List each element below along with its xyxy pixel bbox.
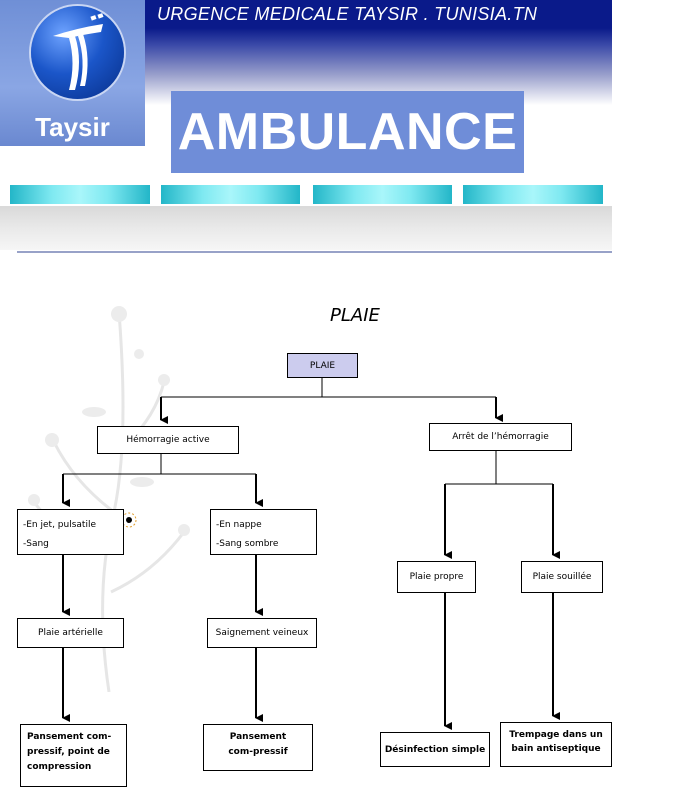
nav-tab-2[interactable] xyxy=(161,185,300,204)
sub-header-band xyxy=(0,206,612,250)
node-plaie-souillee: Plaie souillée xyxy=(521,561,603,593)
node-en-nappe-line1: -En nappe xyxy=(216,520,262,530)
nav-tab-3[interactable] xyxy=(313,185,452,204)
diagram-title: PLAIE xyxy=(330,305,380,326)
nav-tab-4[interactable] xyxy=(463,185,603,204)
node-plaie-arterielle-label: Plaie artérielle xyxy=(38,628,103,638)
node-pansement-compressif: Pansement com-pressif xyxy=(203,724,313,771)
logo-t-icon xyxy=(53,13,104,90)
logo-wordmark: Taysir xyxy=(35,112,110,142)
node-desinfection-simple-label: Désinfection simple xyxy=(384,744,486,755)
node-plaie-propre-label: Plaie propre xyxy=(409,572,464,582)
node-plaie: PLAIE xyxy=(287,353,358,378)
node-hemorragie-active-label: Hémorragie active xyxy=(126,435,210,445)
bullet-dot-icon xyxy=(121,512,137,528)
node-plaie-propre: Plaie propre xyxy=(397,561,476,593)
node-desinfection-simple: Désinfection simple xyxy=(380,732,490,767)
node-saignement-veineux: Saignement veineux xyxy=(207,618,317,648)
node-plaie-arterielle: Plaie artérielle xyxy=(17,618,124,648)
site-title: URGENCE MEDICALE TAYSIR . TUNISIA.TN xyxy=(157,4,538,24)
node-saignement-veineux-label: Saignement veineux xyxy=(215,628,309,638)
node-en-nappe: -En nappe -Sang sombre xyxy=(210,509,317,555)
node-pansement-compressif-point-label: Pansement com-pressif, point de compress… xyxy=(27,732,112,772)
node-en-nappe-line2: -Sang sombre xyxy=(216,539,279,549)
node-pansement-compressif-point: Pansement com-pressif, point de compress… xyxy=(20,724,127,787)
node-arret-hemorragie-label: Arrêt de l’hémorragie xyxy=(452,432,549,442)
node-arret-hemorragie: Arrêt de l’hémorragie xyxy=(429,423,572,451)
node-plaie-souillee-label: Plaie souillée xyxy=(532,572,592,582)
node-trempage: Trempage dans un bain antiseptique xyxy=(500,722,612,767)
node-en-jet: -En jet, pulsatile -Sang xyxy=(17,509,124,555)
nav-tab-1[interactable] xyxy=(10,185,150,204)
node-pansement-compressif-label: Pansement com-pressif xyxy=(228,732,288,757)
header-divider xyxy=(17,251,612,253)
node-en-jet-line1: -En jet, pulsatile xyxy=(23,520,96,530)
node-en-jet-line2: -Sang xyxy=(23,539,49,549)
node-hemorragie-active: Hémorragie active xyxy=(97,426,239,454)
node-trempage-label: Trempage dans un bain antiseptique xyxy=(509,730,603,754)
ambulance-banner xyxy=(171,91,524,173)
node-plaie-label: PLAIE xyxy=(309,360,336,371)
ambulance-banner-text: AMBULANCE xyxy=(177,103,518,161)
